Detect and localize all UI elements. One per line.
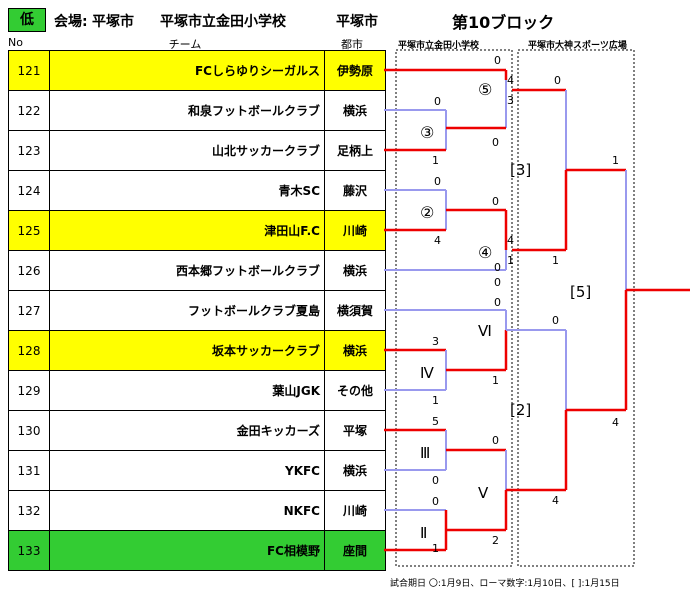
score-label: 3 [507,94,514,107]
score-label: 0 [492,434,499,447]
venue-city-2: 平塚市 [336,14,378,30]
team-name: FCしらゆりシーガルス [49,50,325,91]
score-label: 1 [612,154,619,167]
match-label: ⑤ [478,80,492,99]
team-name: FC相模野 [49,530,325,571]
team-city: 川崎 [324,490,386,531]
team-name: 青木SC [49,170,325,211]
team-no: 123 [8,130,50,171]
venue-school: 平塚市立金田小学校 [160,14,286,30]
score-label: 3 [432,335,439,348]
venue-left-label: 平塚市立金田小学校 [398,41,480,51]
match-label: Ⅴ [478,484,489,502]
col-no: No [8,36,23,49]
team-no: 128 [8,330,50,371]
team-no: 125 [8,210,50,251]
team-city: 座間 [324,530,386,571]
team-city: 横須賀 [324,290,386,331]
block-title: 第10ブロック [452,13,555,32]
venue-label: 会場: [54,14,88,30]
col-team: チーム [168,38,202,51]
team-no: 133 [8,530,50,571]
score-label: 0 [552,314,559,327]
score-label: 1 [432,154,439,167]
match-label: Ⅱ [420,524,427,542]
match-label: Ⅵ [478,322,492,340]
col-city: 都市 [341,38,363,51]
venue-city: 平塚市 [92,14,134,30]
team-name: NKFC [49,490,325,531]
team-city: 横浜 [324,330,386,371]
score-label: 0 [492,136,499,149]
level-badge: 低 [8,8,46,32]
team-no: 121 [8,50,50,91]
team-name: 金田キッカーズ [49,410,325,451]
score-label: 4 [552,494,559,507]
footnote: 試合期日 〇:1月9日、ローマ数字:1月10日、[ ]:1月15日 [390,579,620,589]
team-name: 山北サッカークラブ [49,130,325,171]
match-label: ③ [420,123,434,142]
team-city: 横浜 [324,450,386,491]
venue-box-right [517,49,635,567]
team-name: YKFC [49,450,325,491]
score-label: 1 [552,254,559,267]
score-label: 0 [554,74,561,87]
match-label: [2] [510,401,531,419]
team-name: 和泉フットボールクラブ [49,90,325,131]
score-label: 1 [492,374,499,387]
team-city: 足柄上 [324,130,386,171]
team-no: 127 [8,290,50,331]
team-city: 平塚 [324,410,386,451]
team-no: 130 [8,410,50,451]
team-name: 津田山F.C [49,210,325,251]
match-label: [3] [510,161,531,179]
match-label: Ⅳ [420,364,434,382]
score-label: 4 [612,416,619,429]
team-city: 伊勢原 [324,50,386,91]
team-no: 126 [8,250,50,291]
match-label: ④ [478,243,492,262]
score-label: 1 [432,542,439,555]
score-label: 0 [494,54,501,67]
score-label: 0 [494,276,501,289]
team-city: 藤沢 [324,170,386,211]
score-label: 0 [432,495,439,508]
venue-right-label: 平塚市大神スポーツ広場 [528,41,627,51]
score-label: 4 [507,234,514,247]
score-label: 0 [492,195,499,208]
score-label: 0 [434,95,441,108]
team-name: 坂本サッカークラブ [49,330,325,371]
score-label: 2 [492,534,499,547]
team-city: 川崎 [324,210,386,251]
match-label: [5] [570,283,591,301]
score-label: 1 [432,394,439,407]
score-label: 5 [432,415,439,428]
team-city: その他 [324,370,386,411]
venue-box-left [395,49,513,567]
score-label: 0 [494,296,501,309]
score-label: 0 [494,261,501,274]
match-label: Ⅲ [420,444,430,462]
score-label: 4 [434,234,441,247]
score-label: 0 [434,175,441,188]
match-label: ② [420,203,434,222]
score-label: 4 [507,74,514,87]
score-label: 1 [507,254,514,267]
score-label: 0 [432,474,439,487]
team-no: 131 [8,450,50,491]
